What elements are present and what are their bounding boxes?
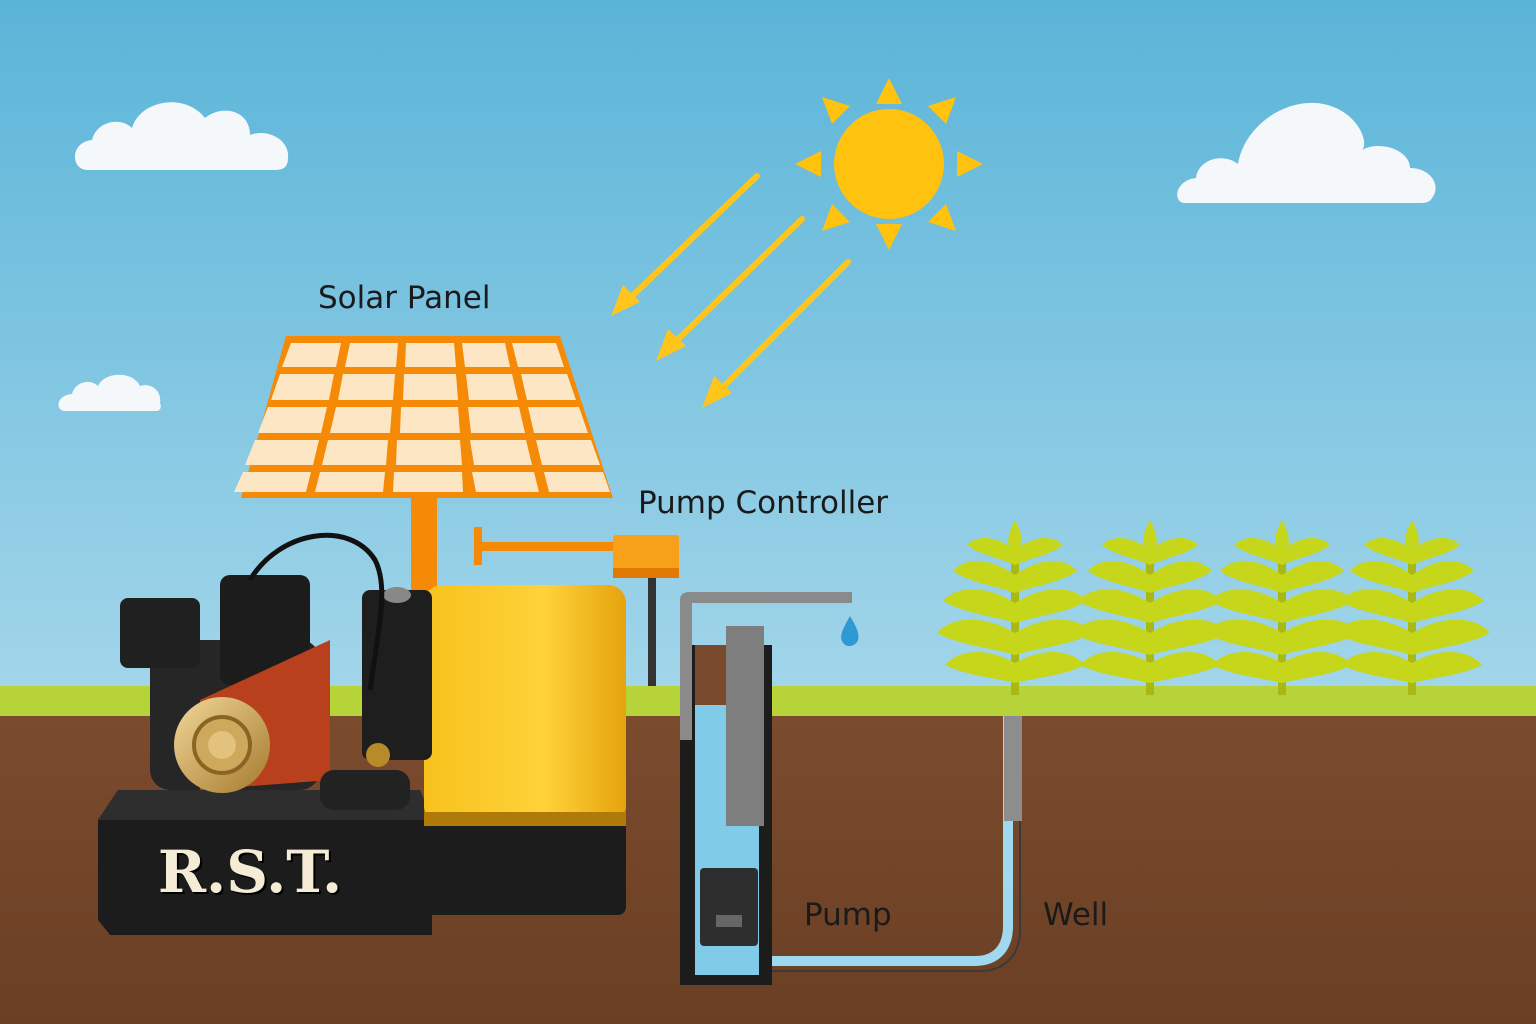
pump-unit	[98, 532, 626, 935]
pump-controller	[474, 527, 679, 686]
cloud-icon	[74, 102, 289, 170]
well-pump-column	[680, 592, 1021, 985]
well-label: Well	[1043, 897, 1109, 933]
sunlight-arrows	[611, 173, 851, 408]
brand-logo-text: R.S.T.	[157, 838, 343, 906]
pump-label: Pump	[804, 897, 892, 933]
cloud-icon	[58, 374, 161, 411]
solar-panel-label: Solar Panel	[318, 280, 491, 316]
cloud-icon	[1177, 102, 1436, 203]
sun-icon	[795, 78, 983, 250]
solar-panel	[234, 336, 613, 593]
well-shaft	[1004, 716, 1022, 821]
pump-controller-label: Pump Controller	[638, 485, 889, 521]
